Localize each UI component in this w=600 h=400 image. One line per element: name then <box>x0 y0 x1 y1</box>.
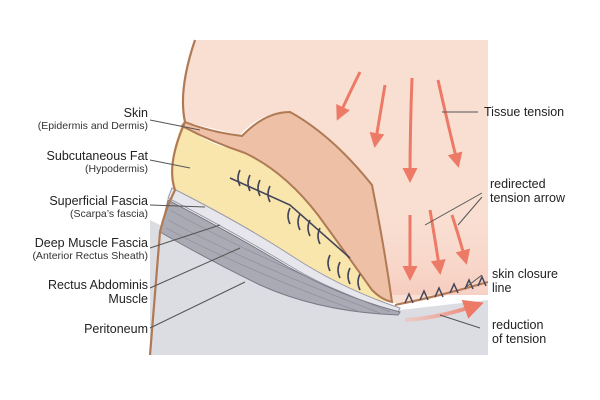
tension-arrows <box>336 71 471 281</box>
tension-arrow-2 <box>369 84 387 148</box>
subcutaneous-fat-layer <box>171 124 395 303</box>
tension-arrow-1 <box>336 71 362 121</box>
leader-skin <box>149 119 201 131</box>
leader-superficial-fascia <box>149 204 206 208</box>
tension-glow <box>380 200 488 295</box>
tension-arrow-3 <box>402 77 418 183</box>
label-peritoneum: Peritoneum <box>84 322 148 336</box>
leader-rectus <box>149 247 241 289</box>
label-deep-muscle-fascia: Deep Muscle Fascia (Anterior Rectus Shea… <box>32 236 148 263</box>
skin-closure-sutures <box>404 275 487 304</box>
label-skin: Skin (Epidermis and Dermis) <box>37 106 148 133</box>
leader-closure <box>464 274 483 289</box>
label-redirected-tension: redirected tension arrow <box>490 177 566 206</box>
leader-redirected-2 <box>457 196 483 226</box>
tension-arrow-6 <box>428 209 446 275</box>
leader-reduction <box>439 314 481 329</box>
leader-peritoneum <box>149 281 246 329</box>
tension-arrow-7 <box>450 214 471 265</box>
label-reduction-tension: reduction of tension <box>492 318 547 347</box>
rectus-muscle-layer <box>159 199 401 316</box>
body-outline <box>148 39 197 356</box>
label-subcutaneous-fat: Subcutaneous Fat (Hypodermis) <box>46 149 148 176</box>
leader-redirected-1 <box>424 192 483 226</box>
leader-fat <box>149 159 191 169</box>
leader-deep-fascia <box>149 224 221 249</box>
tension-arrow-4 <box>436 79 463 168</box>
label-superficial-fascia: Superficial Fascia (Scarpa’s fascia) <box>49 194 148 221</box>
skin-flap <box>180 110 394 304</box>
suture-group <box>229 169 361 291</box>
label-tissue-tension: Tissue tension <box>484 105 565 119</box>
label-skin-closure: skin closure line <box>492 267 558 296</box>
label-rectus-abdominis: Rectus Abdominis Muscle <box>47 278 148 307</box>
peritoneum-cavity <box>150 220 488 355</box>
